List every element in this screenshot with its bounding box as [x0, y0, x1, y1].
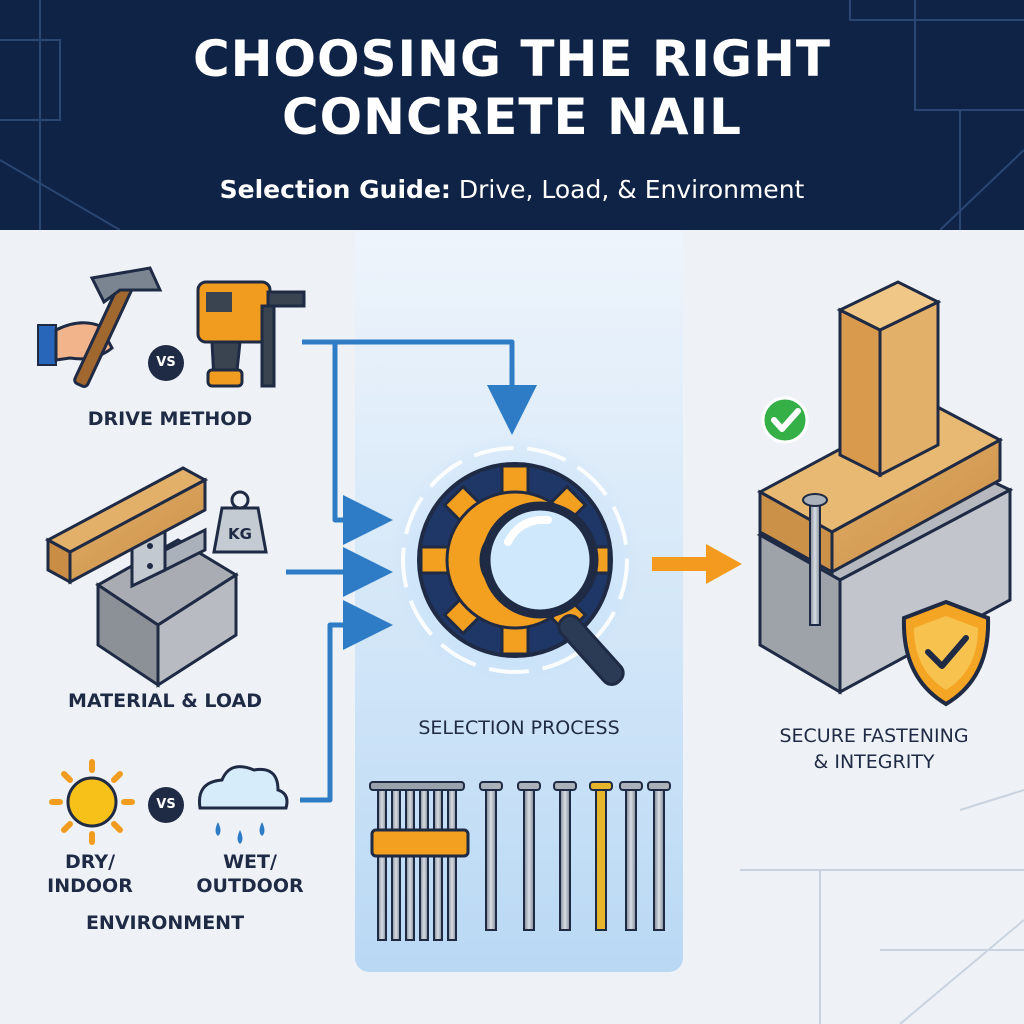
title-line-2: CONCRETE NAIL	[281, 88, 743, 146]
environment-label: ENVIRONMENT	[85, 912, 245, 934]
wet-outdoor-label: WET/ OUTDOOR	[190, 850, 310, 898]
dry-indoor-label: DRY/ INDOOR	[40, 850, 140, 898]
title-line-1: CHOOSING THE RIGHT	[192, 30, 832, 88]
subtitle-bold: Selection Guide:	[219, 175, 451, 204]
arrow-environment	[300, 600, 393, 803]
nailed-wood-on-concrete-icon	[756, 280, 1014, 695]
weight-icon	[212, 490, 268, 554]
drive-method-label: DRIVE METHOD	[87, 408, 253, 430]
nail-strip-icon	[369, 781, 470, 941]
wood-beam-icon	[44, 466, 209, 585]
dry-line-1: DRY/	[64, 851, 116, 873]
magnifier-icon	[481, 501, 625, 686]
vs-badge-drive: VS	[148, 345, 184, 381]
check-icon	[761, 396, 809, 444]
selection-process-label: SELECTION PROCESS	[418, 717, 620, 739]
page-subtitle: Selection Guide: Drive, Load, & Environm…	[0, 175, 1024, 204]
blueprint-lines-bottom-icon	[740, 789, 1024, 1024]
header-banner: CHOOSING THE RIGHT CONCRETE NAIL Selecti…	[0, 0, 1024, 230]
arrow-drive	[302, 339, 537, 435]
result-line-2: & INTEGRITY	[813, 751, 935, 773]
nail-gun-icon	[196, 280, 306, 388]
result-label: SECURE FASTENING & INTEGRITY	[734, 723, 1014, 775]
arrow-drive-branch	[332, 342, 393, 545]
result-arrow	[652, 544, 742, 584]
main-diagram: VS DRIVE METHOD KG MATERIAL & LOAD VS DR…	[0, 230, 1024, 1024]
rain-cloud-icon	[197, 765, 289, 844]
subtitle-rest: Drive, Load, & Environment	[450, 175, 805, 204]
wet-line-2: OUTDOOR	[196, 875, 304, 897]
concrete-block-icon	[95, 538, 239, 688]
material-load-label: MATERIAL & LOAD	[68, 690, 262, 712]
dry-line-2: INDOOR	[47, 875, 133, 897]
weight-label: KG	[228, 525, 252, 543]
vs-badge-environment: VS	[148, 787, 184, 823]
nails-icon	[479, 781, 671, 931]
diagram-art	[37, 266, 1024, 1024]
flow-arrows	[286, 339, 537, 803]
blueprint-lines-icon	[0, 0, 1024, 230]
sun-icon	[49, 759, 135, 845]
page-title: CHOOSING THE RIGHT CONCRETE NAIL	[0, 30, 1024, 146]
hammer-icon	[37, 266, 163, 388]
wet-line-1: WET/	[223, 851, 277, 873]
shield-check-icon	[901, 599, 991, 707]
result-line-1: SECURE FASTENING	[779, 725, 969, 747]
